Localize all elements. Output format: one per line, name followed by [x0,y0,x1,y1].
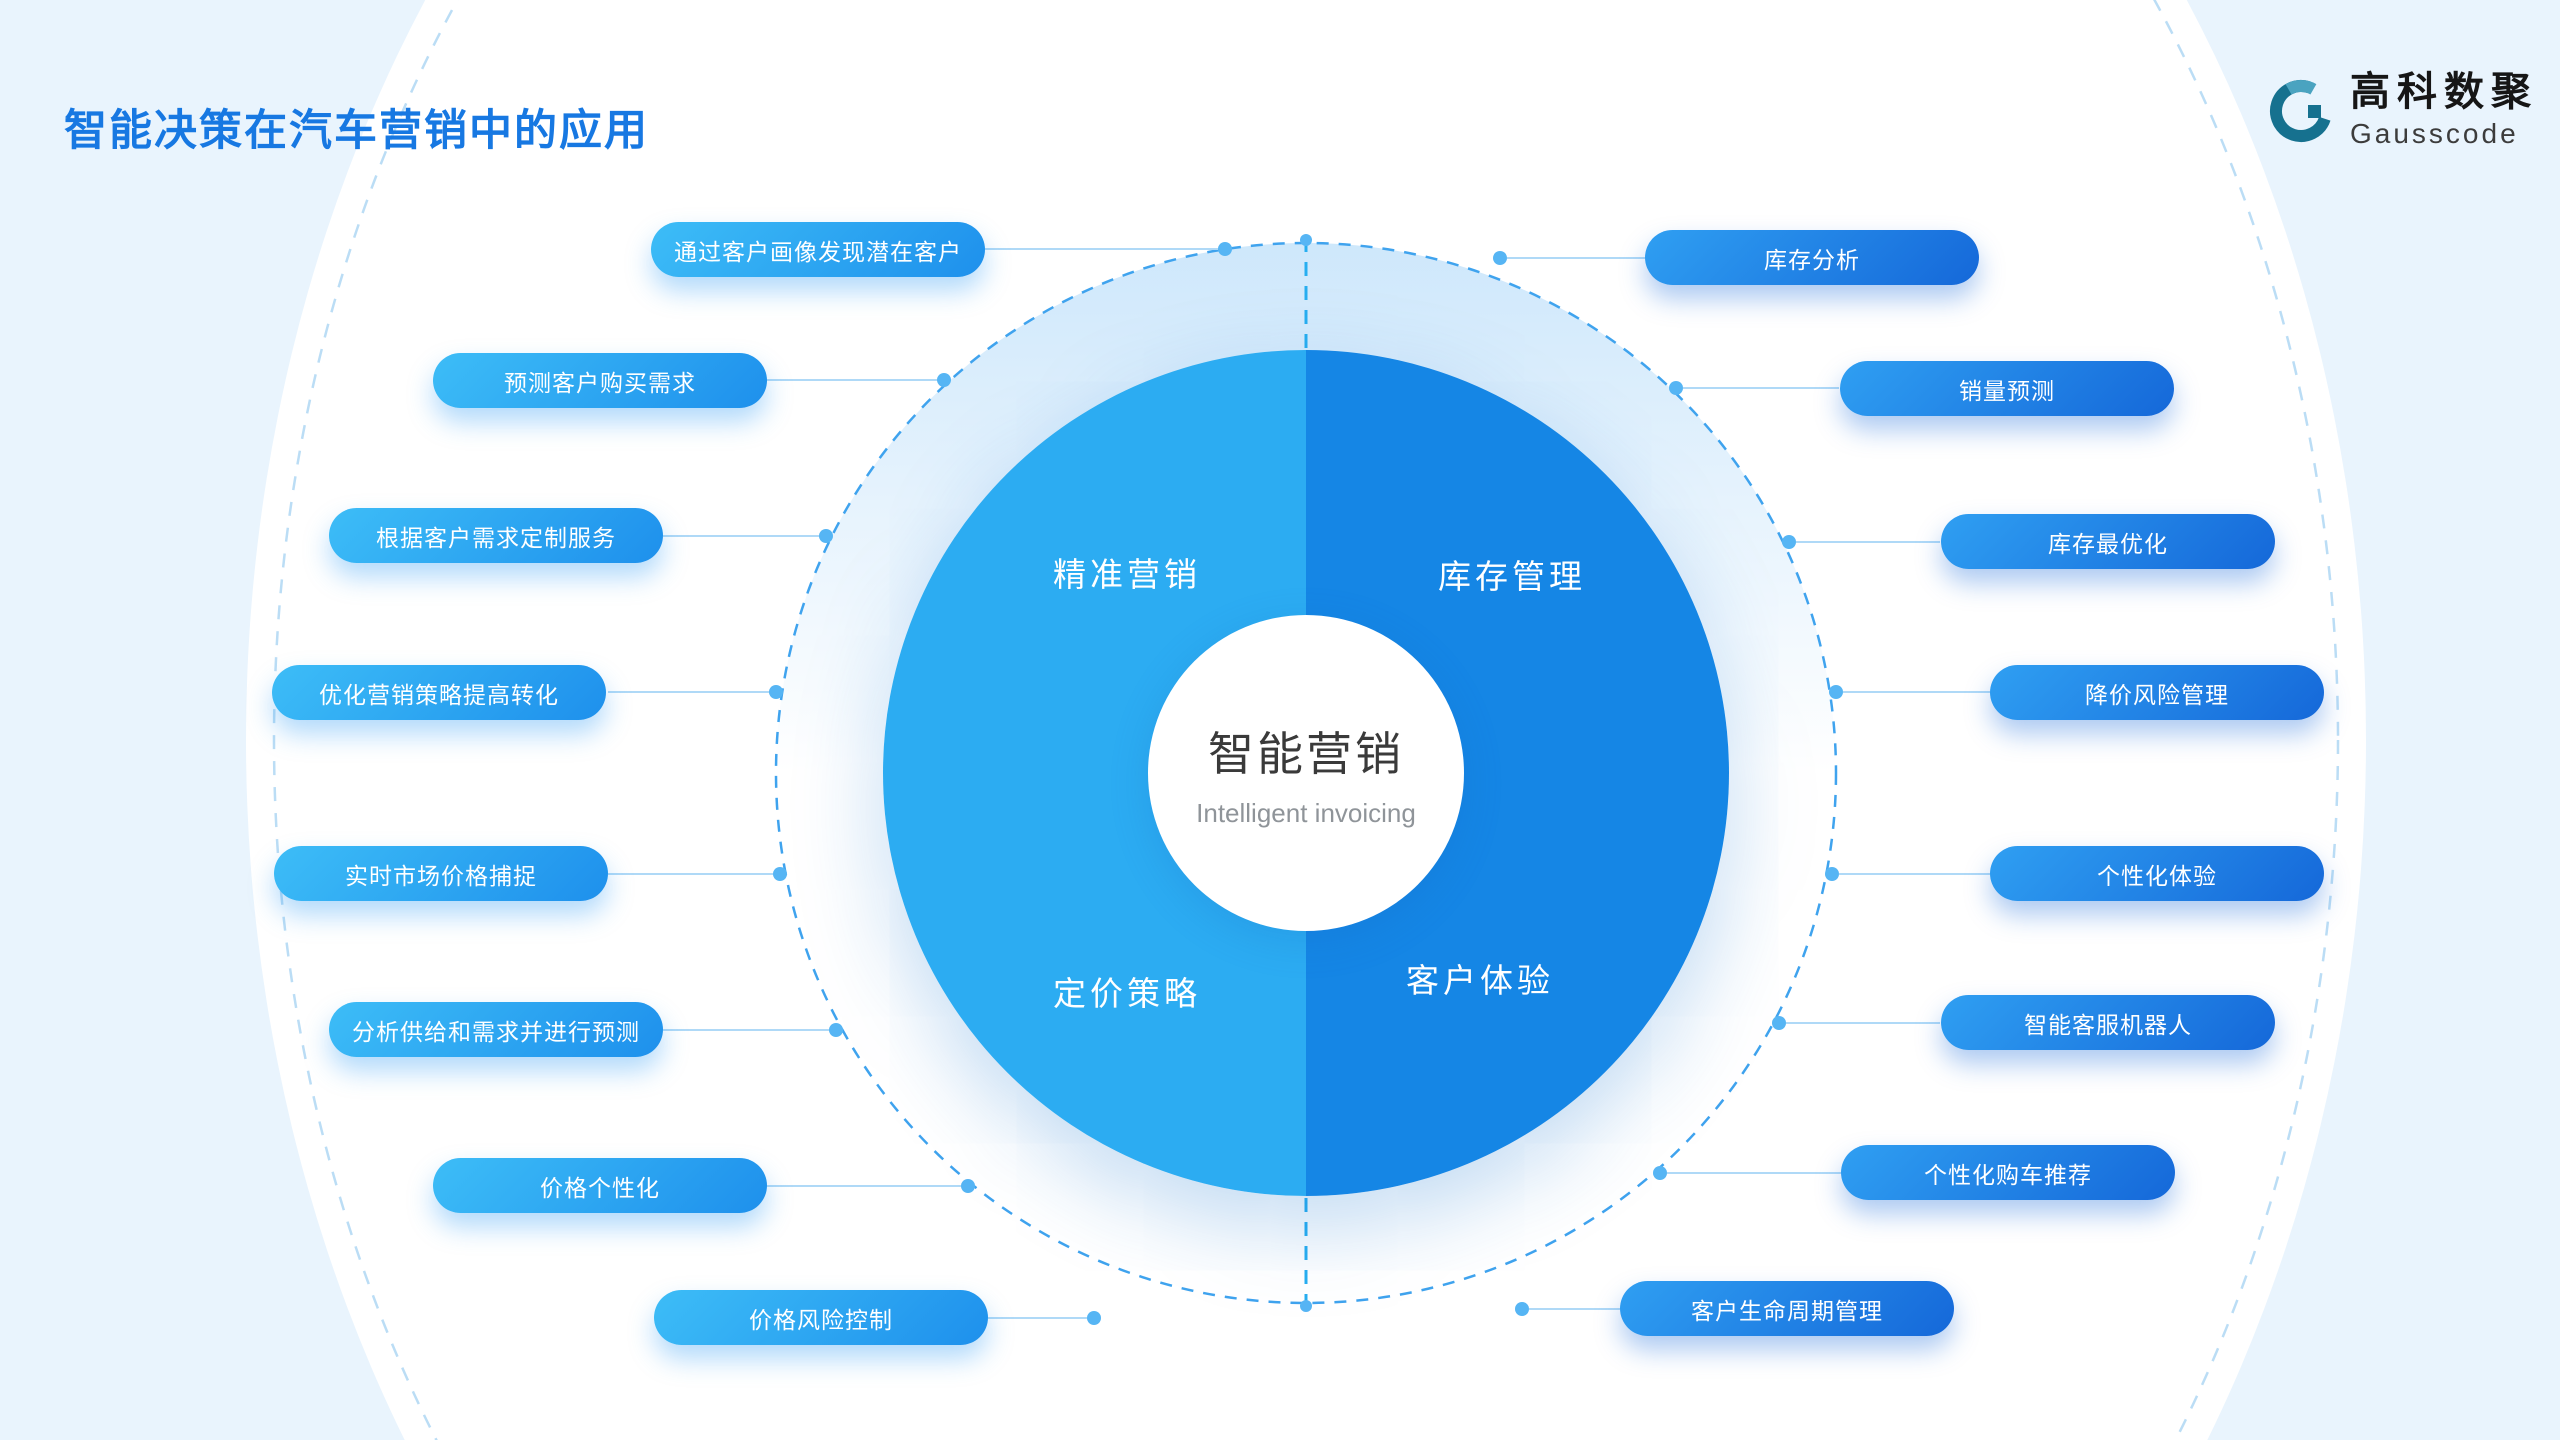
feature-pill-service-robot: 智能客服机器人 [1941,995,2275,1050]
connector-dot [1669,381,1683,395]
connector-dot [773,867,787,881]
outer-dashed-ellipse [273,0,2339,1440]
connector-dot [769,685,783,699]
connector-dot [1829,685,1843,699]
connector-dot [1782,535,1796,549]
page-title: 智能决策在汽车营销中的应用 [64,107,649,155]
donut-chart: 精准营销 库存管理 定价策略 客户体验 智能营销 Intelligent inv… [883,350,1729,1196]
brand-subtitle: Gausscode [2350,118,2519,149]
connector-dot [819,529,833,543]
connector-dot [961,1179,975,1193]
connector-dot [1772,1016,1786,1030]
connector-dot [1087,1311,1101,1325]
feature-pill-price-personalize: 价格个性化 [433,1158,767,1213]
quadrant-label-precision-marketing: 精准营销 [1053,556,1201,593]
feature-pill-realtime-pricing: 实时市场价格捕捉 [274,846,608,901]
connector-dot [1653,1166,1667,1180]
axis-dot [1300,1300,1312,1312]
connector-dot [937,373,951,387]
center-subtitle: Intelligent invoicing [1196,797,1416,828]
brand-logo-icon [2270,80,2332,142]
connector-dot [1493,251,1507,265]
connector-dot [1218,242,1232,256]
center-hub: 智能营销 Intelligent invoicing [1148,615,1464,931]
feature-pill-purchase-prediction: 预测客户购买需求 [433,353,767,408]
feature-pill-inventory-analysis: 库存分析 [1645,230,1979,285]
feature-pill-customized-service: 根据客户需求定制服务 [329,508,663,563]
brand-logo: 高科数聚 Gausscode [2266,72,2538,150]
axis-dot [1300,234,1312,246]
feature-pill-supply-demand: 分析供给和需求并进行预测 [329,1002,663,1057]
quadrant-label-inventory-management: 库存管理 [1438,558,1586,595]
feature-pill-personal-experience: 个性化体验 [1990,846,2324,901]
feature-pill-sales-forecast: 销量预测 [1840,361,2174,416]
feature-pill-car-recommendation: 个性化购车推荐 [1841,1145,2175,1200]
connector-dot [1515,1302,1529,1316]
connector-dot [829,1023,843,1037]
feature-pill-markdown-risk: 降价风险管理 [1990,665,2324,720]
feature-pill-inventory-optimize: 库存最优化 [1941,514,2275,569]
center-title: 智能营销 [1208,727,1404,780]
connector-dot [1825,867,1839,881]
brand-name: 高科数聚 [2350,70,2538,114]
quadrant-label-customer-experience: 客户体验 [1406,962,1554,999]
quadrant-label-pricing-strategy: 定价策略 [1053,975,1201,1012]
brand-text: 高科数聚 Gausscode [2350,72,2538,150]
feature-pill-customer-profiling: 通过客户画像发现潜在客户 [651,222,985,277]
feature-pill-conversion-optimize: 优化营销策略提高转化 [272,665,606,720]
feature-pill-lifecycle-management: 客户生命周期管理 [1620,1281,1954,1336]
feature-pill-price-risk: 价格风险控制 [654,1290,988,1345]
